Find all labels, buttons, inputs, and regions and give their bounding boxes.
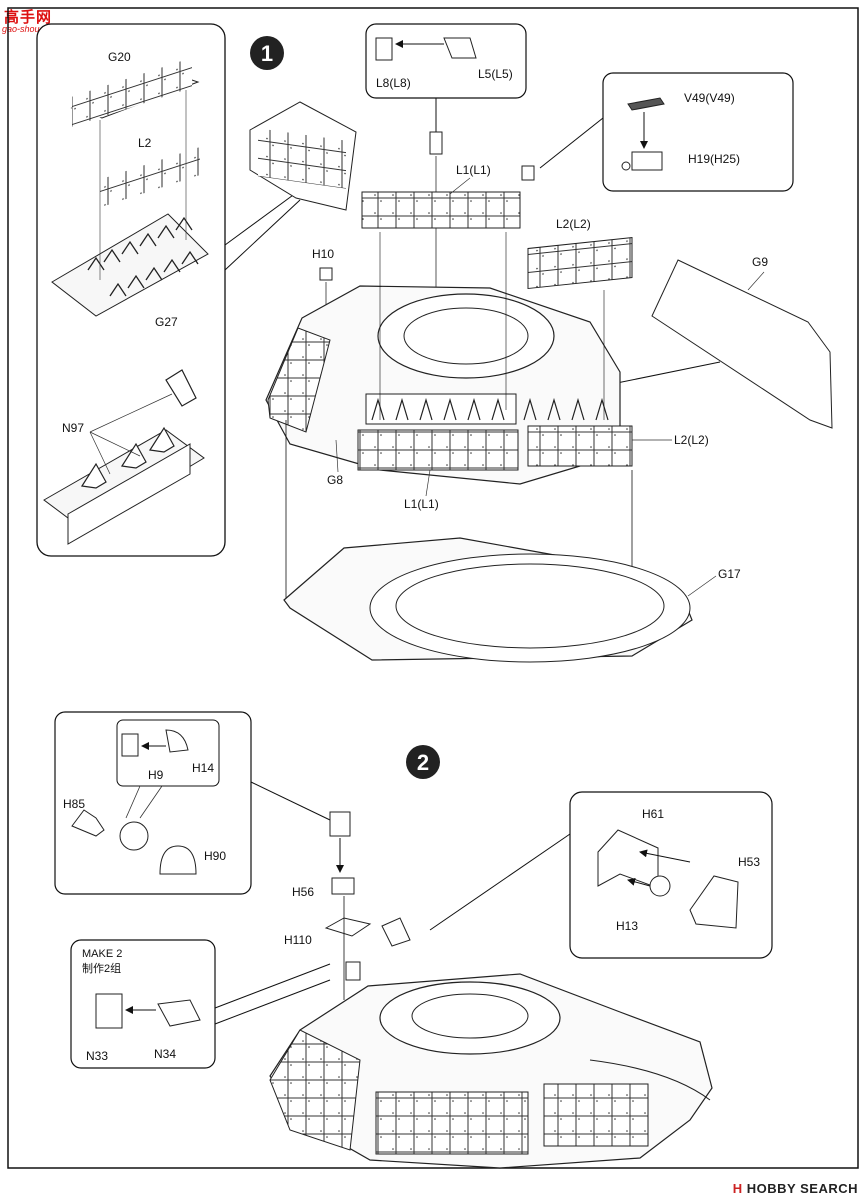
part-n97 xyxy=(43,369,205,545)
svg-text:L2(L2): L2(L2) xyxy=(674,433,709,447)
svg-text:制作2组: 制作2组 xyxy=(82,961,121,975)
part-g20 xyxy=(70,57,200,127)
step-2-inset-right: H61 H53 H13 xyxy=(569,791,773,959)
svg-text:H19(H25): H19(H25) xyxy=(688,152,740,166)
part-l2 xyxy=(100,147,200,208)
svg-text:H56: H56 xyxy=(292,885,314,899)
svg-text:V49(V49): V49(V49) xyxy=(684,91,735,105)
svg-text:G9: G9 xyxy=(752,255,768,269)
svg-text:1: 1 xyxy=(261,41,273,66)
svg-text:H53: H53 xyxy=(738,855,760,869)
step-2-inset-left: H9 H14 H85 H90 xyxy=(54,711,252,895)
svg-text:H14: H14 xyxy=(192,761,214,775)
svg-text:N97: N97 xyxy=(62,421,84,435)
svg-text:MAKE 2: MAKE 2 xyxy=(82,948,122,960)
hobby-search-logo: H HOBBY SEARCH xyxy=(732,1181,858,1196)
turret-body-step1 xyxy=(265,285,633,485)
svg-text:L1(L1): L1(L1) xyxy=(456,163,491,177)
svg-text:L2(L2): L2(L2) xyxy=(556,217,591,231)
step-2-badge: 2 xyxy=(406,745,440,779)
svg-text:G20: G20 xyxy=(108,50,131,64)
watermark-url: gao-shou.com xyxy=(2,24,60,34)
svg-text:N33: N33 xyxy=(86,1049,108,1063)
armor-panel-upper-left xyxy=(249,101,357,211)
svg-text:G8: G8 xyxy=(327,473,343,487)
svg-text:G17: G17 xyxy=(718,567,741,581)
svg-text:G27: G27 xyxy=(155,315,178,329)
svg-text:H10: H10 xyxy=(312,247,334,261)
svg-text:L1(L1): L1(L1) xyxy=(404,497,439,511)
svg-text:H85: H85 xyxy=(63,797,85,811)
svg-text:H61: H61 xyxy=(642,807,664,821)
svg-text:H110: H110 xyxy=(284,933,312,947)
svg-text:2: 2 xyxy=(417,750,429,775)
sheet-border xyxy=(7,7,859,1169)
part-l2-top xyxy=(527,237,633,290)
part-g17 xyxy=(283,537,693,663)
svg-text:H90: H90 xyxy=(204,849,226,863)
part-g9 xyxy=(651,259,833,429)
svg-text:H13: H13 xyxy=(616,919,638,933)
step-2-inset-make: MAKE 2 制作2组 N33 N34 xyxy=(70,939,216,1069)
turret-body-step2 xyxy=(269,973,713,1169)
watermark-logo: 高手网 xyxy=(4,8,53,26)
part-h10 xyxy=(319,267,333,281)
svg-text:L8(L8): L8(L8) xyxy=(376,76,411,90)
svg-text:L5(L5): L5(L5) xyxy=(478,67,513,81)
step-1-inset-right: V49(V49) H19(H25) xyxy=(602,72,794,192)
step-1-inset-top: L8(L8) L5(L5) xyxy=(365,23,527,99)
svg-text:L2: L2 xyxy=(138,136,152,150)
step-1-badge: 1 xyxy=(250,36,284,70)
step-1-inset-left: G20 L2 G27 N97 xyxy=(36,23,226,557)
svg-text:H9: H9 xyxy=(148,768,164,782)
part-g27 xyxy=(51,213,209,317)
part-l1-top xyxy=(361,191,521,229)
svg-text:N34: N34 xyxy=(154,1047,176,1061)
